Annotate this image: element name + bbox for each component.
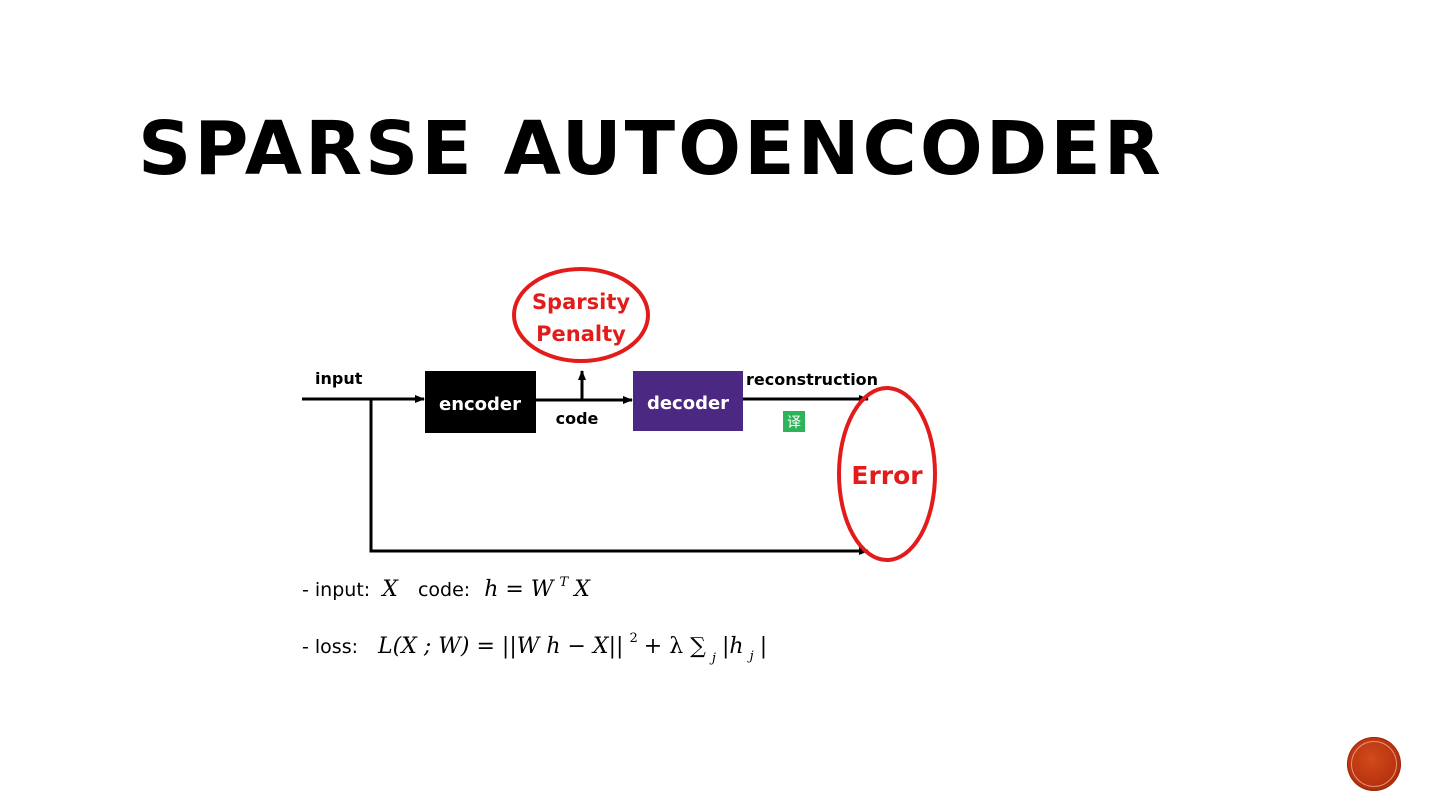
reconstruction-label: reconstruction <box>746 370 878 389</box>
autoencoder-diagram: Sparsity Penalty input encoder code deco… <box>290 255 950 675</box>
formula-input-var: X <box>380 577 399 602</box>
formula-loss-abs: |h <box>722 634 744 659</box>
sparsity-penalty-ellipse <box>512 267 650 363</box>
input-label: input <box>315 369 363 388</box>
sparsity-label-line1: Sparsity <box>532 290 630 314</box>
formula-loss-close: | <box>760 634 767 659</box>
formula-loss-prefix: - loss: <box>302 636 358 658</box>
decoder-label: decoder <box>647 393 729 414</box>
encoder-label: encoder <box>439 394 521 415</box>
formula-loss-lhs: L(X ; W) = ||W h − X|| <box>377 634 623 659</box>
error-label: Error <box>851 461 923 490</box>
error-ellipse <box>837 386 937 562</box>
sparsity-label-line2: Penalty <box>536 322 626 346</box>
encoder-box <box>425 371 536 433</box>
skip-connection-line <box>369 399 869 555</box>
formula-loss-line: - loss: L(X ; W) = ||W h − X|| 2 + λ ∑ j… <box>302 625 767 667</box>
formula-loss-sup: 2 <box>629 631 637 646</box>
translate-badge[interactable] <box>783 411 805 432</box>
translate-badge-label: 译 <box>787 415 801 431</box>
formula-code-sup: T <box>559 575 569 590</box>
formula-code-prefix: code: <box>418 579 470 601</box>
code-label: code <box>556 409 599 428</box>
formula-loss-sub-j: j <box>709 651 716 666</box>
formula-input-line: - input: X code: h = W T X <box>302 569 591 602</box>
slide-nav-button[interactable] <box>1347 737 1401 791</box>
slide-title: SPARSE AUTOENCODER <box>138 106 1164 192</box>
formula-code-tail: X <box>572 577 591 602</box>
formula-code-expr: h = W <box>484 577 556 602</box>
formula-input-prefix: - input: <box>302 579 370 601</box>
formula-loss-mid: + λ ∑ <box>644 634 706 659</box>
decoder-box <box>633 371 743 431</box>
formula-loss-abs-sub: j <box>747 649 754 664</box>
